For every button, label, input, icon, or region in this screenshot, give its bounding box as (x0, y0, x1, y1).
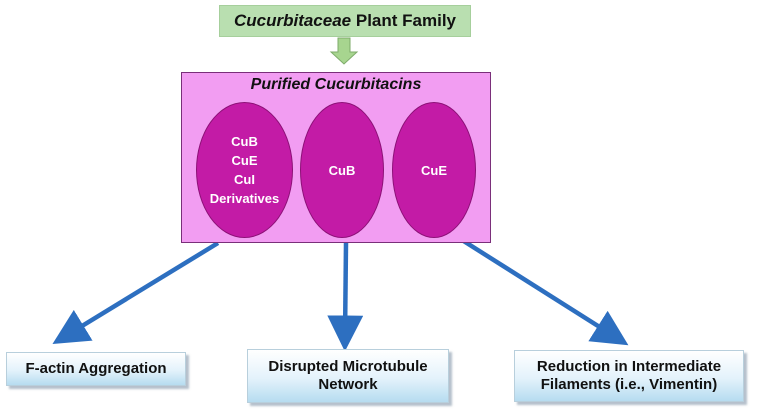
microtubule-line-1: Disrupted Microtubule (268, 358, 428, 375)
plant-family-italic: Cucurbitaceae (233, 11, 352, 30)
ellipse-1-line-4: Derivatives (209, 191, 280, 206)
plant-family-rest: Plant Family (351, 11, 457, 30)
ellipse-mixed-compounds: CuB CuE CuI Derivatives (196, 102, 293, 238)
purified-cucurbitacins-box: Purified Cucurbitacins CuB CuE CuI Deriv… (181, 72, 491, 243)
arrow-to-factin (52, 241, 220, 345)
plant-family-box: Cucurbitaceae Plant Family (219, 5, 471, 37)
down-block-arrow (329, 37, 359, 65)
microtubule-box: Disrupted Microtubule Network (247, 349, 449, 403)
ellipse-cub: CuB (300, 102, 384, 238)
ellipse-2-label: CuB (328, 162, 356, 178)
purified-cucurbitacins-title: Purified Cucurbitacins (250, 76, 422, 93)
factin-aggregation-box: F-actin Aggregation (6, 352, 186, 386)
ellipse-3-label: CuE (421, 162, 447, 178)
ellipse-cue: CuE (392, 102, 476, 238)
ellipse-1-line-3: CuI (234, 172, 255, 187)
arrow-to-microtubule (327, 242, 364, 352)
intermediate-filaments-box: Reduction in Intermediate Filaments (i.e… (514, 350, 744, 402)
ellipse-1-line-2: CuE (231, 153, 258, 168)
intermediate-line-1: Reduction in Intermediate (536, 358, 722, 375)
microtubule-line-2: Network (318, 376, 378, 393)
ellipse-1-line-1: CuB (231, 134, 258, 149)
intermediate-line-2: Filaments (i.e., Vimentin) (540, 376, 718, 393)
arrow-to-intermediate (460, 238, 629, 346)
factin-aggregation-label: F-actin Aggregation (25, 360, 167, 377)
